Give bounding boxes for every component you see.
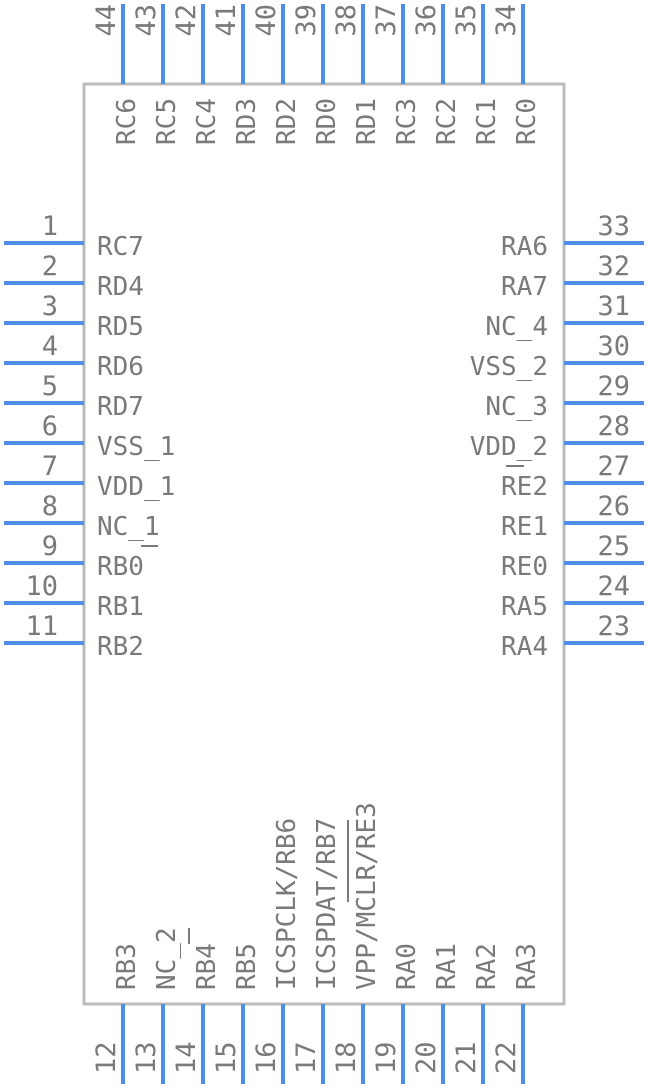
pin-27-name: RE2 bbox=[501, 472, 548, 502]
pin-13-name: NC_2 bbox=[152, 927, 182, 990]
pin-40-number: 40 bbox=[251, 4, 282, 37]
pin-26-name: RE1 bbox=[501, 512, 548, 542]
pin-44-name: RC6 bbox=[112, 98, 142, 145]
pin-10-number: 10 bbox=[25, 571, 58, 602]
pin-24-name: RA5 bbox=[501, 592, 548, 622]
pin-16-number: 16 bbox=[251, 1041, 282, 1074]
pin-44-number: 44 bbox=[91, 4, 122, 37]
pin-21-number: 21 bbox=[451, 1041, 482, 1074]
pin-32-name: RA7 bbox=[501, 272, 548, 302]
pin-8-number: 8 bbox=[42, 491, 58, 522]
pin-7-number: 7 bbox=[42, 451, 58, 482]
pin-42-number: 42 bbox=[171, 4, 202, 37]
pin-28-name: VDD_2 bbox=[470, 432, 548, 462]
pin-37-name: RC3 bbox=[392, 98, 422, 145]
pin-18-name: VPP/MCLR/RE3 bbox=[352, 802, 382, 990]
pin-17-name: ICSPDAT/RB7 bbox=[312, 818, 342, 990]
pin-12-number: 12 bbox=[91, 1041, 122, 1074]
pin-6-number: 6 bbox=[42, 411, 58, 442]
pin-43-number: 43 bbox=[131, 4, 162, 37]
pin-34-number: 34 bbox=[491, 4, 522, 37]
pin-10-name: RB1 bbox=[97, 592, 144, 622]
pin-12-name: RB3 bbox=[112, 943, 142, 990]
pin-20-number: 20 bbox=[411, 1041, 442, 1074]
pin-2-number: 2 bbox=[42, 251, 58, 282]
pin-8-name: NC_1 bbox=[97, 512, 160, 542]
pin-26-number: 26 bbox=[597, 491, 630, 522]
pin-28-number: 28 bbox=[597, 411, 630, 442]
pin-19-name: RA0 bbox=[392, 943, 422, 990]
pin-2-name: RD4 bbox=[97, 272, 144, 302]
pin-39-number: 39 bbox=[291, 4, 322, 37]
pin-3-number: 3 bbox=[42, 291, 58, 322]
pin-20-name: RA1 bbox=[432, 943, 462, 990]
pin-9-number: 9 bbox=[42, 531, 58, 562]
pin-1-name: RC7 bbox=[97, 232, 144, 262]
pin-19-number: 19 bbox=[371, 1041, 402, 1074]
pin-5-name: RD7 bbox=[97, 392, 144, 422]
pin-40-name: RD2 bbox=[272, 98, 302, 145]
pin-29-name: NC_3 bbox=[485, 392, 548, 422]
pin-17-number: 17 bbox=[291, 1041, 322, 1074]
pin-23-number: 23 bbox=[597, 611, 630, 642]
pin-27-number: 27 bbox=[597, 451, 630, 482]
pin-33-name: RA6 bbox=[501, 232, 548, 262]
pin-23-name: RA4 bbox=[501, 632, 548, 662]
pin-4-number: 4 bbox=[42, 331, 58, 362]
pin-37-number: 37 bbox=[371, 4, 402, 37]
pin-31-number: 31 bbox=[597, 291, 630, 322]
pin-15-number: 15 bbox=[211, 1041, 242, 1074]
pin-22-name: RA3 bbox=[512, 943, 542, 990]
pin-38-number: 38 bbox=[331, 4, 362, 37]
pin-35-number: 35 bbox=[451, 4, 482, 37]
pin-14-name: RB4 bbox=[192, 943, 222, 990]
pin-38-name: RD1 bbox=[352, 98, 382, 145]
pin-35-name: RC1 bbox=[472, 98, 502, 145]
pin-42-name: RC4 bbox=[192, 98, 222, 145]
pin-32-number: 32 bbox=[597, 251, 630, 282]
pin-30-number: 30 bbox=[597, 331, 630, 362]
pin-5-number: 5 bbox=[42, 371, 58, 402]
pin-30-name: VSS_2 bbox=[470, 352, 548, 382]
pin-34-name: RC0 bbox=[512, 98, 542, 145]
pin-36-number: 36 bbox=[411, 4, 442, 37]
pin-33-number: 33 bbox=[597, 211, 630, 242]
pin-25-number: 25 bbox=[597, 531, 630, 562]
pin-13-number: 13 bbox=[131, 1041, 162, 1074]
pin-4-name: RD6 bbox=[97, 352, 144, 382]
pin-24-number: 24 bbox=[597, 571, 630, 602]
pin-21-name: RA2 bbox=[472, 943, 502, 990]
pin-43-name: RC5 bbox=[152, 98, 182, 145]
pin-18-number: 18 bbox=[331, 1041, 362, 1074]
pin-31-name: NC_4 bbox=[485, 312, 548, 342]
pin-11-number: 11 bbox=[25, 611, 58, 642]
pin-29-number: 29 bbox=[597, 371, 630, 402]
pin-25-name: RE0 bbox=[501, 552, 548, 582]
pin-9-name: RB0 bbox=[97, 552, 144, 582]
pin-11-name: RB2 bbox=[97, 632, 144, 662]
pin-16-name: ICSPCLK/RB6 bbox=[272, 818, 302, 990]
pin-14-number: 14 bbox=[171, 1041, 202, 1074]
pin-1-number: 1 bbox=[42, 211, 58, 242]
pin-15-name: RB5 bbox=[232, 943, 262, 990]
pin-39-name: RD0 bbox=[312, 98, 342, 145]
pin-22-number: 22 bbox=[491, 1041, 522, 1074]
ic-body bbox=[82, 82, 566, 1006]
pin-3-name: RD5 bbox=[97, 312, 144, 342]
pin-41-name: RD3 bbox=[232, 98, 262, 145]
pin-41-number: 41 bbox=[211, 4, 242, 37]
pin-36-name: RC2 bbox=[432, 98, 462, 145]
pin-7-name: VDD_1 bbox=[97, 472, 175, 502]
pin-6-name: VSS_1 bbox=[97, 432, 175, 462]
